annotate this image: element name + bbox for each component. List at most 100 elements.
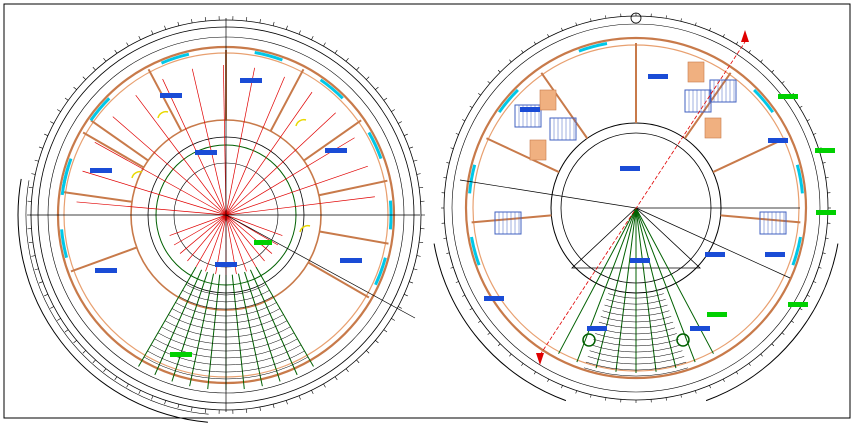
dimension-tick (103, 368, 107, 372)
fill-block (539, 89, 557, 111)
dimension-tick (191, 18, 193, 24)
dimension-tick (44, 294, 48, 297)
room-tag (215, 262, 237, 267)
dimension-tick (695, 22, 697, 26)
dimension-tick (771, 343, 775, 347)
dimension-tick (497, 343, 501, 347)
dimension-tick (391, 318, 395, 321)
window (497, 88, 519, 114)
dimension-tick (92, 66, 96, 71)
stair-stringer (635, 207, 677, 369)
stair-stringer (595, 207, 637, 369)
dimension-tick (760, 353, 763, 357)
dimension-tick (38, 146, 43, 149)
dimension-tick (34, 268, 39, 271)
wing-wall (705, 243, 839, 402)
dimension-tick (409, 281, 414, 284)
stair-stringer (189, 273, 215, 387)
window (795, 164, 804, 194)
dimension-tick (487, 81, 491, 84)
dimension-tick (44, 133, 48, 136)
wing-wall (433, 243, 567, 402)
floor-plan-left (17, 16, 425, 423)
section-line (225, 214, 283, 236)
fill-block (529, 139, 547, 161)
dimension-tick (781, 332, 785, 335)
room-partition (307, 261, 370, 299)
dimension-tick (419, 187, 424, 189)
section-line (191, 68, 227, 216)
section-line (225, 214, 247, 272)
section-line (205, 214, 227, 272)
lift-symbol (676, 333, 690, 347)
dimension-tick (34, 159, 39, 162)
room-tag (160, 93, 182, 98)
window (374, 257, 387, 286)
section-line (112, 116, 227, 216)
dimension-tick (680, 394, 682, 398)
dimension-tick (455, 281, 459, 283)
dimension-tick (82, 76, 86, 80)
dimension-tick (547, 34, 550, 38)
dimension-tick (28, 187, 33, 189)
dimension-tick (298, 395, 301, 400)
dimension-tick (561, 27, 563, 31)
dimension-tick (259, 18, 261, 24)
section-line (225, 91, 313, 216)
dimension-tick (736, 371, 739, 375)
stair-tread (606, 299, 666, 305)
section-line (225, 165, 368, 216)
dimension-tick (590, 18, 592, 22)
section-line (223, 65, 227, 216)
stair-stringer (255, 266, 314, 367)
section-line (76, 201, 227, 216)
stair-tread (600, 316, 672, 323)
dimension-tick (138, 36, 141, 40)
stair-stringer (635, 207, 696, 363)
section-arrow (741, 30, 749, 42)
dimension-tick (375, 86, 379, 90)
dimension-tick (177, 21, 180, 26)
door-swing (295, 118, 307, 127)
dimension-tick (813, 281, 817, 283)
stair-stringer (154, 269, 203, 376)
dimension-tick (151, 30, 154, 35)
room-tag (240, 78, 262, 83)
dimension-tick (575, 22, 577, 26)
section-line (82, 170, 227, 216)
dimension-tick (709, 385, 711, 389)
dimension-tick (114, 49, 118, 54)
door-swing (299, 224, 311, 233)
stair-stringer (558, 207, 637, 354)
room-partition (82, 131, 145, 169)
dimension-tick (383, 329, 388, 333)
stair-tread (587, 356, 685, 365)
fill-block (704, 117, 722, 139)
dimension-tick (760, 59, 763, 63)
dimension-tick (722, 378, 725, 382)
stair-stringer (576, 207, 637, 363)
room-tag (765, 252, 785, 257)
dimension-tick (298, 30, 301, 35)
room-tag (340, 258, 362, 263)
dimension-tick (806, 294, 810, 297)
room-tag (705, 252, 725, 257)
window (60, 229, 69, 259)
room-tag (95, 268, 117, 273)
section-cut (225, 214, 416, 319)
dimension-tick (521, 363, 524, 366)
level-tag (815, 148, 835, 153)
room-partition (318, 179, 388, 197)
outer-ring-inner (451, 23, 821, 393)
dimension-tick (126, 383, 129, 388)
dimension-tick (272, 404, 275, 409)
room-tag (195, 150, 217, 155)
dimension-tick (446, 162, 450, 164)
dimension-tick (375, 340, 379, 344)
dimension-tick (533, 371, 536, 375)
section-line (135, 94, 227, 216)
dimension-tick (722, 34, 725, 38)
door-swing (131, 170, 143, 179)
dimension-tick (191, 406, 193, 412)
dimension-tick (356, 66, 360, 71)
